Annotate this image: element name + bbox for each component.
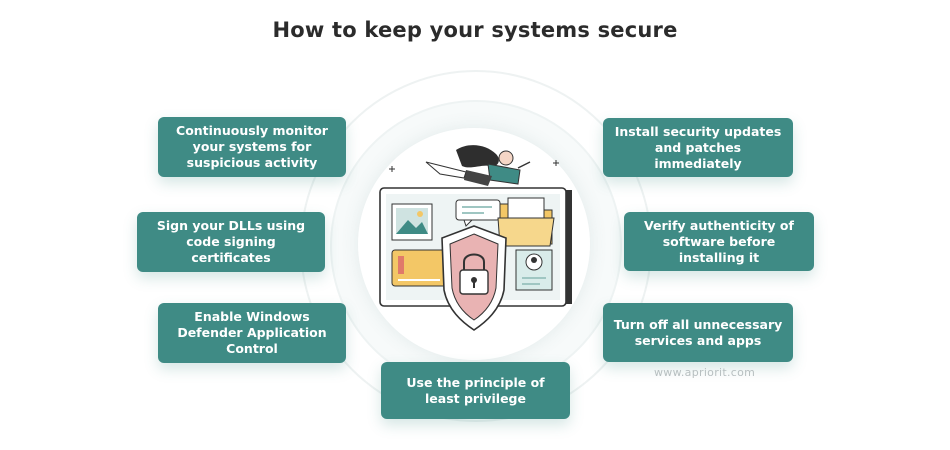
page-title: How to keep your systems secure bbox=[272, 18, 678, 42]
tip-sign-dlls: Sign your DLLs using code signing certif… bbox=[137, 212, 325, 272]
shield-lock-icon bbox=[441, 225, 507, 331]
image-icon bbox=[391, 203, 433, 241]
folder-icon bbox=[497, 197, 555, 247]
tip-label: Continuously monitor your systems for su… bbox=[176, 123, 328, 170]
tip-label: Turn off all unnecessary services and ap… bbox=[613, 316, 783, 348]
tip-enable-wdac: Enable Windows Defender Application Cont… bbox=[158, 303, 346, 363]
tip-monitor-systems: Continuously monitor your systems for su… bbox=[158, 117, 346, 177]
user-icon bbox=[515, 249, 553, 291]
security-illustration bbox=[379, 145, 572, 331]
person-figure bbox=[425, 145, 531, 186]
tip-label: Sign your DLLs using code signing certif… bbox=[156, 218, 306, 265]
tip-verify-software: Verify authenticity of software before i… bbox=[624, 212, 814, 271]
tip-turn-off-services: Turn off all unnecessary services and ap… bbox=[603, 303, 793, 362]
tip-least-privilege: Use the principle of least privilege bbox=[381, 362, 570, 419]
tip-label: Verify authenticity of software before i… bbox=[644, 217, 794, 265]
credit-card-icon bbox=[391, 249, 451, 287]
tip-label: Install security updates and patches imm… bbox=[614, 123, 782, 171]
tip-install-updates: Install security updates and patches imm… bbox=[603, 118, 793, 177]
watermark: www.apriorit.com bbox=[654, 366, 756, 379]
sparkle-icon bbox=[389, 160, 559, 172]
tip-label: Use the principle of least privilege bbox=[406, 374, 545, 406]
tip-label: Enable Windows Defender Application Cont… bbox=[177, 309, 327, 356]
